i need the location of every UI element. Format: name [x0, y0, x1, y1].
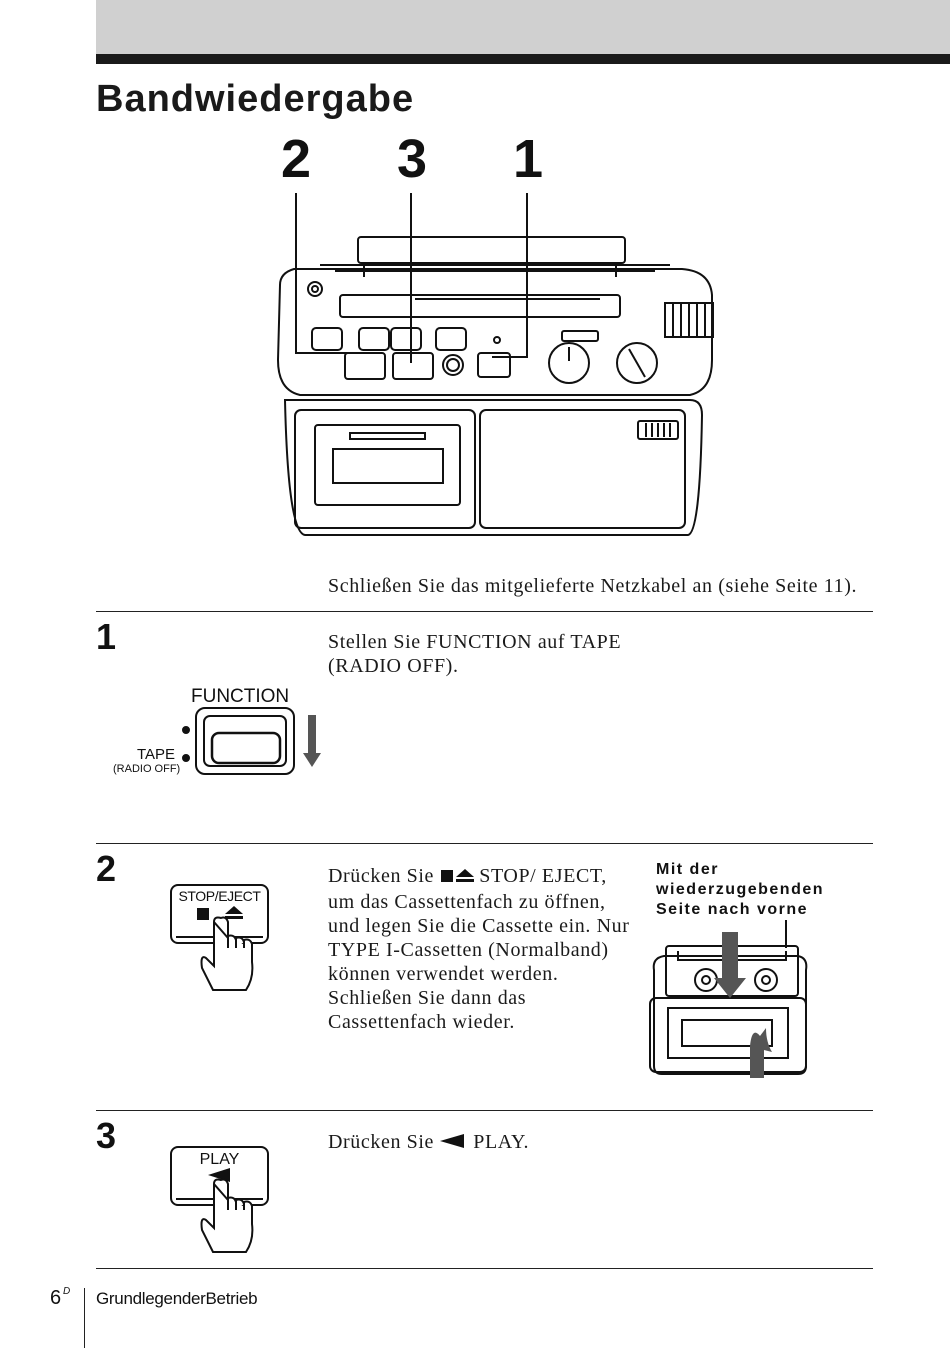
page-title: Bandwiedergabe — [96, 78, 415, 120]
play-button-illustration — [170, 1146, 269, 1253]
callout-number-2: 2 — [280, 129, 312, 189]
function-switch-illustration — [182, 707, 321, 775]
footer-divider — [96, 1268, 873, 1269]
stop-eject-symbol — [440, 866, 474, 890]
callout-number-3: 3 — [396, 129, 428, 189]
page-number: 6 — [50, 1287, 62, 1309]
callout-number-1: 1 — [512, 129, 544, 189]
step-3-text: Drücken Sie PLAY. — [328, 1130, 648, 1154]
page-suffix: D — [63, 1286, 71, 1297]
stop-eject-button-label: STOP/EJECT — [178, 888, 261, 904]
tape-label: TAPE — [137, 746, 176, 763]
footer-section: GrundlegenderBetrieb — [96, 1289, 258, 1308]
step-1-number: 1 — [96, 616, 117, 657]
cassette-insert-illustration — [649, 920, 808, 1078]
stop-eject-button-illustration — [170, 884, 269, 991]
function-label: FUNCTION — [191, 686, 290, 707]
step-1-text: Stellen Sie FUNCTION auf TAPE (RADIO OFF… — [328, 631, 622, 677]
intro-text: Schließen Sie das mitgelieferte Netzkabe… — [328, 575, 858, 597]
step-3-number: 3 — [96, 1115, 117, 1156]
step-2-number: 2 — [96, 848, 117, 889]
header-band — [96, 0, 950, 56]
step-divider — [96, 843, 873, 844]
play-button-label: PLAY — [199, 1151, 240, 1168]
radio-cassette-illustration — [276, 193, 714, 536]
step-3-text-before: Drücken Sie — [328, 1131, 435, 1153]
step-divider — [96, 611, 873, 612]
step-divider — [96, 1110, 873, 1111]
footer-vertical-rule — [84, 1288, 85, 1348]
side-note: Mit der wiederzugebenden Seite nach vorn… — [656, 861, 825, 918]
step-2-text-before: Drücken Sie — [328, 865, 435, 887]
play-symbol — [439, 1130, 468, 1154]
step-2-text-after: STOP/ EJECT, um das Cassettenfach zu öff… — [328, 865, 630, 1033]
radio-off-label: (RADIO OFF) — [113, 763, 181, 775]
header-rule — [96, 54, 950, 64]
step-2-text: Drücken Sie STOP/ EJECT, um das Cassette… — [328, 864, 638, 1034]
step-3-text-after: PLAY. — [473, 1131, 530, 1153]
